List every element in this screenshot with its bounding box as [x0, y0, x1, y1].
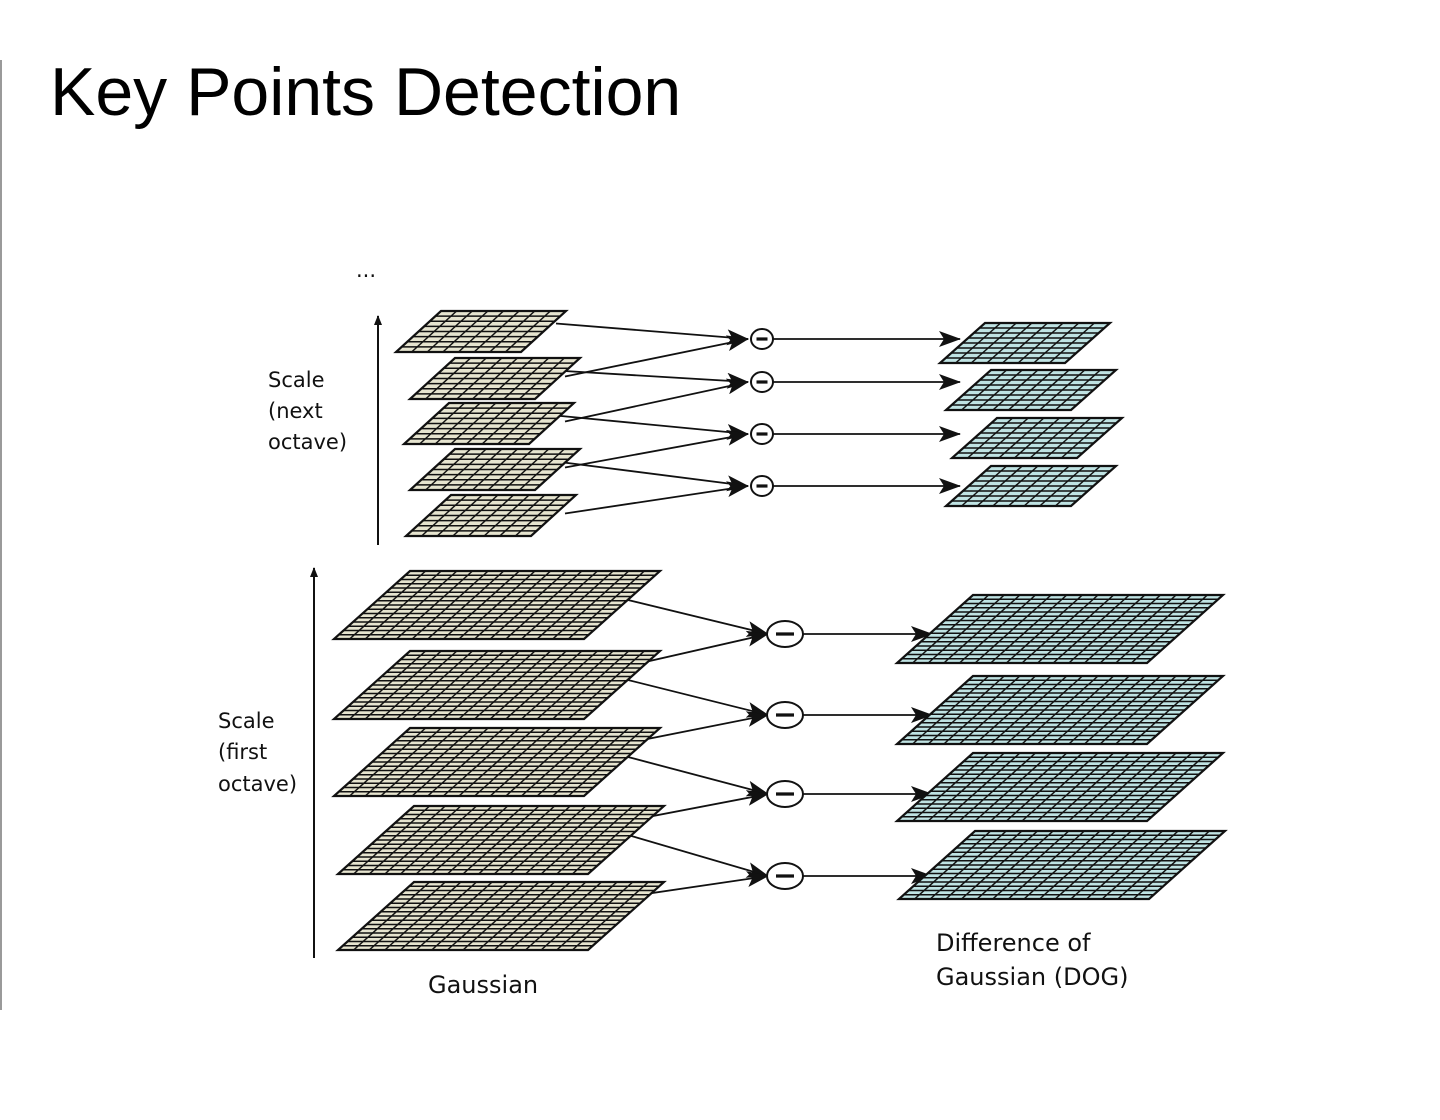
first-octave-scale-label: Scale (first octave) — [218, 709, 297, 796]
first-octave-input-arrow-upper — [627, 599, 769, 637]
first-octave-input-arrow-upper — [627, 679, 769, 718]
next-octave-label-line-1: Scale — [268, 368, 325, 392]
dog-caption-line-2: Gaussian (DOG) — [936, 963, 1128, 991]
next-octave-dog-layer — [943, 464, 1119, 508]
first-octave-label-line-2: (first — [218, 740, 267, 764]
slide-title: Key Points Detection — [50, 54, 682, 130]
next-octave-gaussian-layer — [401, 401, 577, 446]
next-octave-gaussian-layer — [407, 447, 583, 492]
next-octave-input-arrow-lower — [564, 378, 749, 423]
dog-caption-line-1: Difference of — [936, 929, 1091, 957]
first-octave-label-line-3: octave) — [218, 772, 297, 796]
next-octave-scale-label: Scale (next octave) — [268, 368, 347, 454]
first-octave-gaussian-layer — [335, 880, 667, 952]
next-octave-dog-layer — [949, 416, 1125, 460]
next-octave-input-arrow-lower — [564, 481, 749, 515]
next-octave-input-arrow-upper — [555, 322, 749, 346]
first-octave-input-arrow-lower — [631, 871, 769, 897]
next-octave-input-arrow-upper — [555, 460, 749, 492]
first-octave-dog-layer — [896, 829, 1228, 901]
next-octave-input-arrow-upper — [555, 414, 749, 440]
first-octave-minus-operator — [766, 862, 804, 890]
next-octave-label-line-2: (next — [268, 399, 323, 423]
next-octave-minus-operator — [750, 328, 774, 350]
dog-caption: Difference of Gaussian (DOG) — [936, 929, 1128, 991]
first-octave-input-arrow-upper — [627, 756, 769, 797]
next-octave-gaussian-layer — [403, 493, 579, 538]
slide-left-border — [0, 60, 2, 1010]
first-octave-minus-operator — [766, 620, 804, 648]
first-octave-gaussian-layer — [331, 726, 663, 798]
next-octave-gaussian-layer — [407, 356, 583, 401]
subtraction-operators — [750, 328, 804, 890]
scale-axes — [310, 315, 382, 958]
first-octave-minus-operator — [766, 701, 804, 729]
next-octave-gaussian-layer — [393, 309, 569, 354]
first-octave-dog-layer — [894, 751, 1226, 823]
ellipsis-more-octaves: ... — [356, 258, 376, 282]
first-octave-gaussian-layer — [331, 569, 663, 641]
next-octave-minus-operator — [750, 371, 774, 393]
next-octave-minus-operator — [750, 423, 774, 445]
dog-layers — [894, 321, 1228, 901]
next-octave-label-line-3: octave) — [268, 430, 347, 454]
first-octave-input-arrow-lower — [631, 630, 769, 666]
first-octave-input-arrow-lower — [631, 711, 769, 743]
first-octave-dog-layer — [894, 674, 1226, 746]
next-octave-dog-layer — [937, 321, 1113, 365]
next-octave-input-arrow-lower — [564, 429, 749, 469]
first-octave-input-arrow-upper — [627, 834, 769, 878]
first-octave-gaussian-layer — [331, 649, 663, 721]
first-octave-gaussian-layer — [335, 804, 667, 876]
next-octave-minus-operator — [750, 475, 774, 497]
connector-arrows — [555, 322, 961, 897]
gaussian-caption: Gaussian — [428, 971, 538, 999]
next-octave-input-arrow-upper — [555, 369, 749, 389]
gaussian-layers — [331, 309, 667, 952]
next-octave-dog-layer — [943, 368, 1119, 412]
first-octave-minus-operator — [766, 780, 804, 808]
first-octave-label-line-1: Scale — [218, 709, 275, 733]
next-octave-input-arrow-lower — [564, 335, 749, 378]
first-octave-dog-layer — [894, 593, 1226, 665]
